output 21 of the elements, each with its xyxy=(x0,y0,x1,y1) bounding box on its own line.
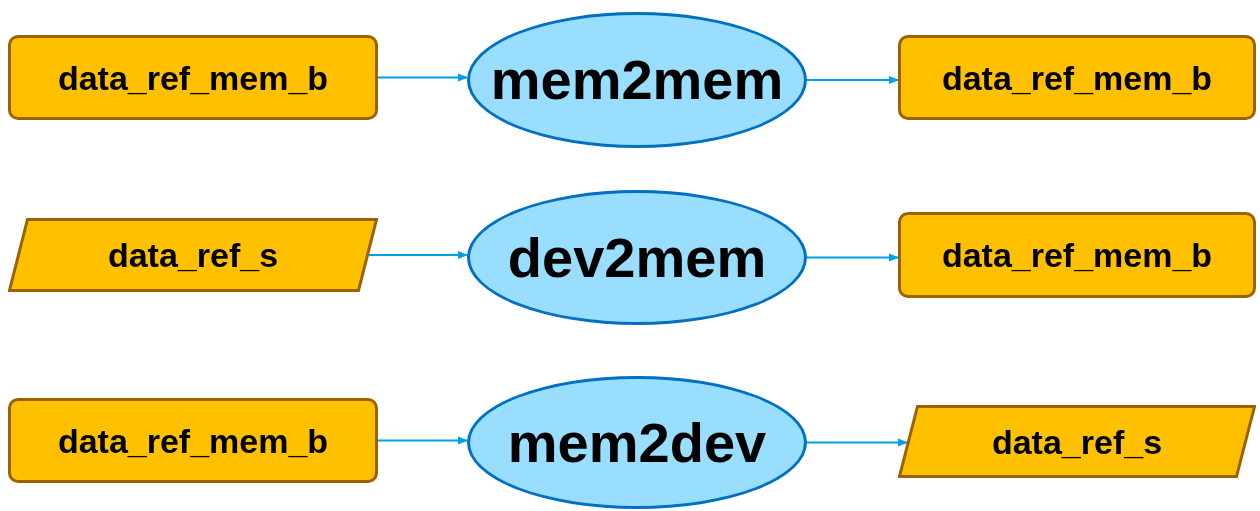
arrow xyxy=(368,251,468,259)
data-label: data_ref_mem_b xyxy=(57,423,329,458)
data-box xyxy=(8,35,378,120)
data-label: data_ref_mem_b xyxy=(941,238,1213,272)
data-box xyxy=(8,398,378,483)
data-box xyxy=(898,35,1256,120)
arrow xyxy=(806,76,899,84)
process-label: mem2mem xyxy=(490,52,784,108)
data-parallelogram xyxy=(898,405,1256,478)
data-label: data_ref_mem_b xyxy=(941,60,1213,95)
process-label: dev2mem xyxy=(507,229,767,286)
process-label: mem2dev xyxy=(507,414,767,471)
arrow xyxy=(377,73,468,82)
data-label: data_ref_s xyxy=(107,238,279,272)
arrow xyxy=(806,253,899,262)
data-label: data_ref_mem_b xyxy=(57,60,329,95)
arrow xyxy=(377,436,468,445)
data-label: data_ref_s xyxy=(991,424,1163,459)
data-parallelogram xyxy=(8,218,378,292)
arrow xyxy=(806,438,908,447)
data-box xyxy=(898,212,1256,298)
